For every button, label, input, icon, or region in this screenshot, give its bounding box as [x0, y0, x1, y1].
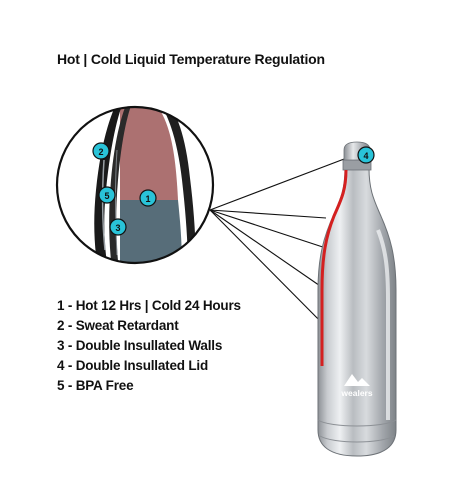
feature-list: 1 - Hot 12 Hrs | Cold 24 Hours 2 - Sweat… — [57, 296, 241, 396]
page-title: Hot | Cold Liquid Temperature Regulation — [57, 51, 325, 67]
inner-wall-line — [320, 169, 348, 366]
list-item: 3 - Double Insullated Walls — [57, 338, 223, 353]
callout-badge-4: 4 — [357, 146, 375, 164]
svg-text:1: 1 — [145, 194, 150, 204]
list-item: 5 - BPA Free — [57, 378, 134, 393]
svg-text:5: 5 — [104, 191, 109, 201]
svg-text:3: 3 — [115, 223, 120, 233]
svg-text:2: 2 — [98, 147, 103, 157]
mountain-logo-icon — [344, 374, 370, 386]
zoom-cross-section — [55, 105, 215, 265]
callout-badge-2: 2 — [92, 142, 110, 160]
bottle: wealers — [317, 141, 397, 457]
svg-text:4: 4 — [363, 151, 368, 161]
list-item: 1 - Hot 12 Hrs | Cold 24 Hours — [57, 298, 241, 313]
callout-badge-3: 3 — [109, 218, 127, 236]
callout-badge-1: 1 — [139, 189, 157, 207]
list-item: 4 - Double Insullated Lid — [57, 358, 209, 373]
callout-lines — [209, 155, 353, 336]
callout-badge-5: 5 — [98, 186, 116, 204]
brand-logo-text: wealers — [340, 388, 372, 398]
list-item: 2 - Sweat Retardant — [57, 318, 179, 333]
